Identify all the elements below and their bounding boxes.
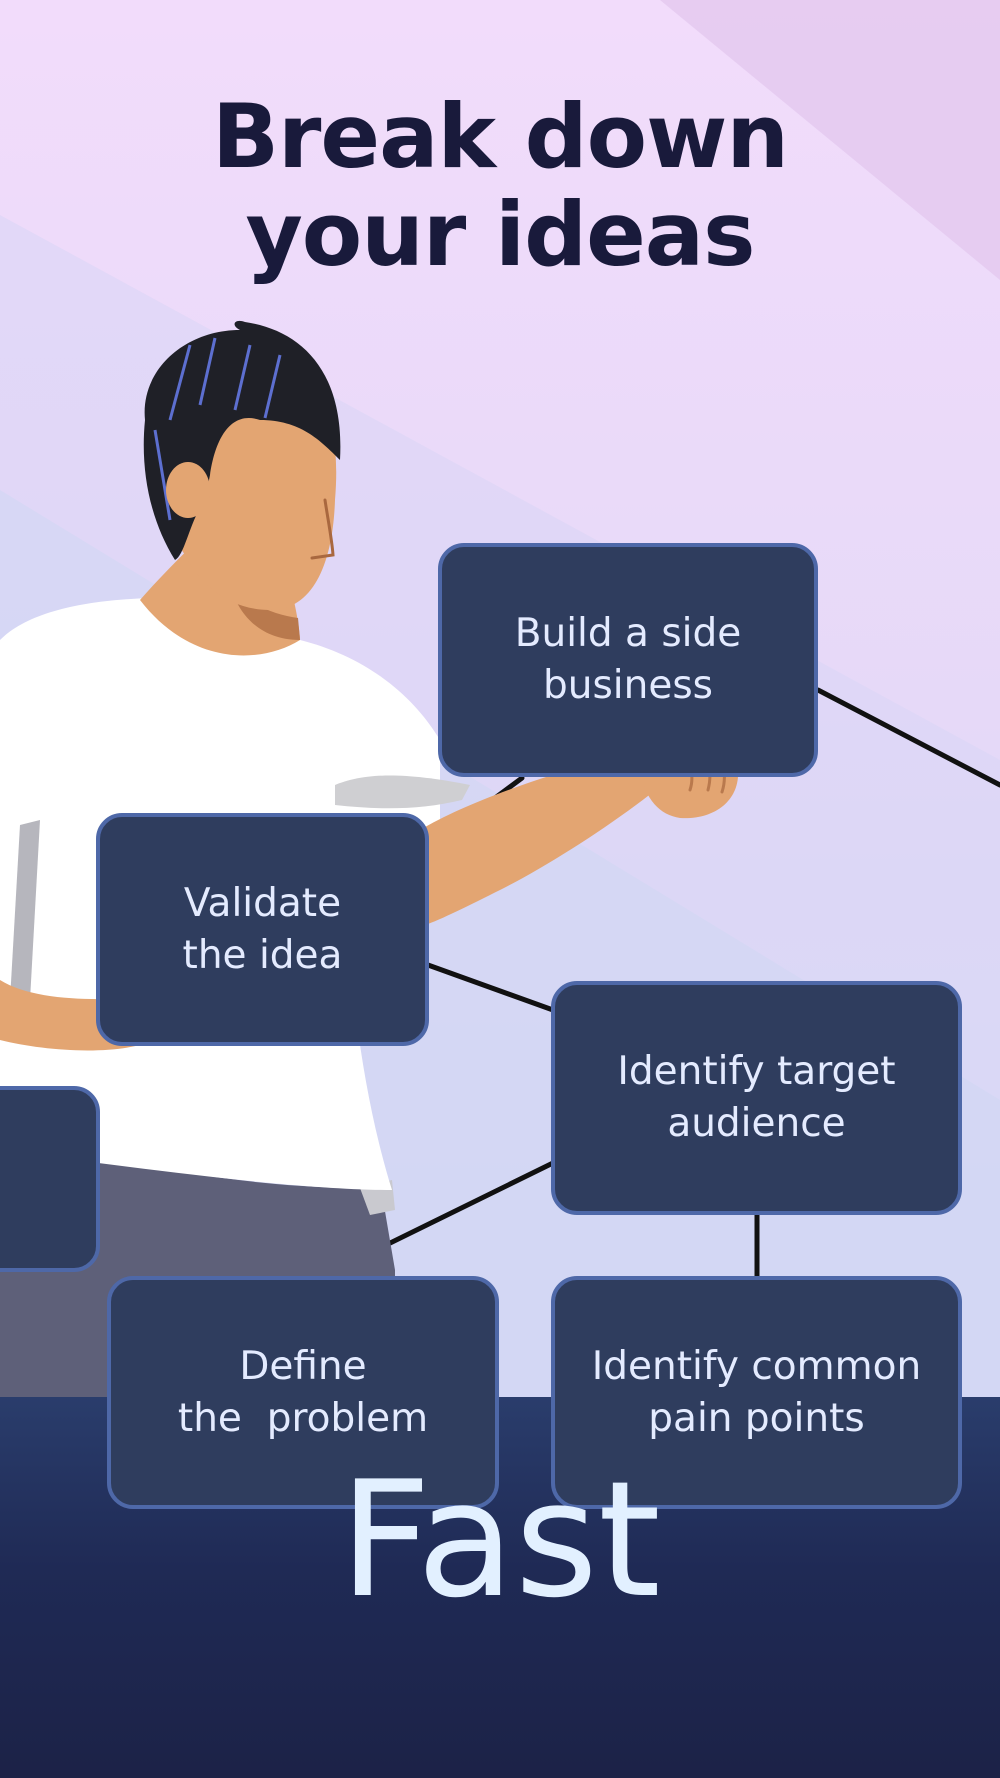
box-line-2: business [543, 663, 713, 708]
title-line-2: your ideas [245, 183, 755, 286]
page-title: Break down your ideas [0, 88, 1000, 284]
box-line-1: Build a side [514, 611, 742, 656]
hair-highlights [153, 337, 282, 521]
idea-box-partial [0, 1086, 100, 1272]
laptop [10, 820, 40, 1000]
title-line-1: Break down [211, 85, 789, 188]
box-line-1: Define [239, 1343, 367, 1389]
idea-box-build-side-business: Build a side business [438, 543, 818, 777]
footer-tagline: Fast [339, 1446, 661, 1633]
box-line-1: Identify target [617, 1049, 896, 1094]
neck-shadow [230, 585, 300, 640]
box-line-1: Validate [183, 880, 342, 926]
idea-box-identify-target-audience: Identify target audience [551, 981, 962, 1215]
box-line-1: Identify common [591, 1343, 922, 1389]
ear [166, 462, 210, 518]
corner-shape [660, 0, 1000, 280]
box-line-2: audience [667, 1101, 846, 1146]
box-line-2: pain points [648, 1395, 865, 1441]
sleeve-shadow [335, 775, 470, 809]
idea-box-validate-idea: Validate the idea [96, 813, 429, 1046]
idea-box-define-problem: Define the problem [107, 1276, 499, 1509]
box-line-2: the idea [182, 932, 343, 978]
idea-box-identify-pain-points: Identify common pain points [551, 1276, 962, 1509]
nose-line [310, 498, 335, 560]
arm [420, 750, 690, 925]
connector-line [425, 962, 556, 1013]
box-line-2: the problem [177, 1395, 429, 1441]
connector-line [815, 687, 1000, 788]
